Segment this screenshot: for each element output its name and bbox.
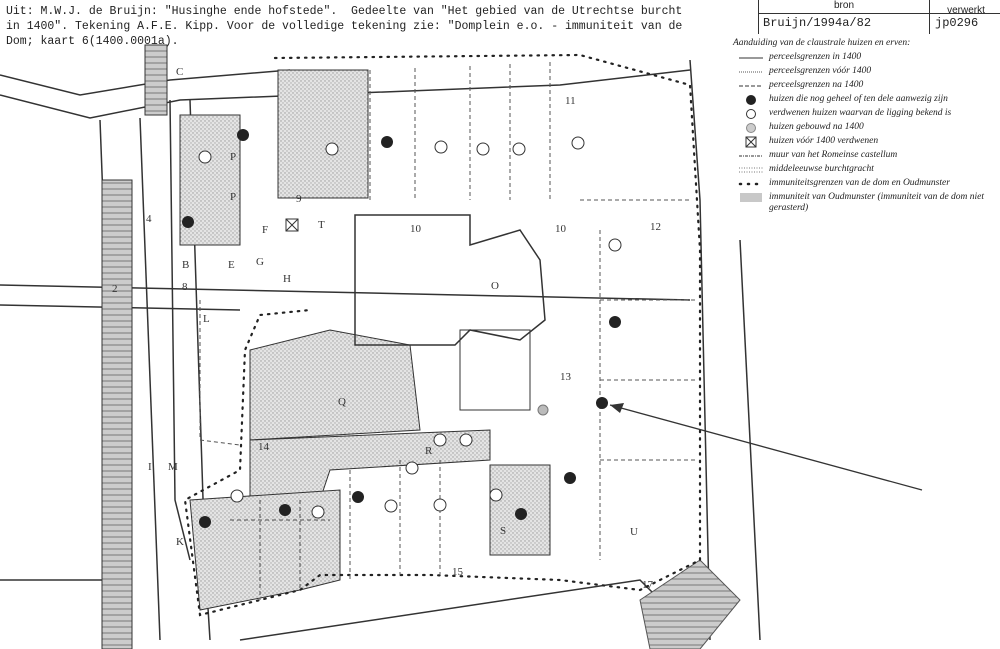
map-label: E xyxy=(228,259,235,271)
crossed-square-icon xyxy=(285,218,299,232)
legend: Aanduiding van de claustrale huizen en e… xyxy=(733,38,1000,217)
legend-item: immuniteitsgrenzen van de dom en Oudmuns… xyxy=(733,178,1000,189)
parcel-boundaries xyxy=(199,62,695,600)
source-table-header xyxy=(759,0,1000,14)
map-label: 2 xyxy=(112,283,118,295)
map-label: 17 xyxy=(642,579,654,591)
map-label: G xyxy=(256,256,264,268)
legend-item: middeleeuwse burchtgracht xyxy=(733,164,1000,175)
canal xyxy=(101,179,133,649)
map-label: M xyxy=(168,461,178,473)
open-circle-icon xyxy=(733,108,769,119)
map-label: R xyxy=(425,445,433,457)
map-label: 9 xyxy=(296,193,302,205)
legend-item-label: immuniteitsgrenzen van de dom en Oudmuns… xyxy=(769,178,950,188)
map-label: O xyxy=(491,280,499,292)
map-label: K xyxy=(176,536,184,548)
legend-item: huizen die nog geheel of ten dele aanwez… xyxy=(733,94,1000,105)
map-label: S xyxy=(500,525,506,537)
legend-item: verdwenen huizen waarvan de ligging beke… xyxy=(733,108,1000,119)
bron-value: Bruijn/1994a/82 xyxy=(763,16,872,30)
map-label: 10 xyxy=(410,223,422,235)
legend-item-label: perceelsgrenzen na 1400 xyxy=(769,80,864,90)
double-dotted-line-icon xyxy=(733,164,769,175)
map-label: 11 xyxy=(565,95,576,107)
map-label: 8 xyxy=(182,281,188,293)
legend-item-label: huizen vóór 1400 verdwenen xyxy=(769,136,879,146)
header-bron: bron xyxy=(833,0,854,11)
map-label: 15 xyxy=(452,566,464,578)
map-label: F xyxy=(262,224,268,236)
map-label: P xyxy=(230,151,236,163)
legend-item-label: middeleeuwse burchtgracht xyxy=(769,164,874,174)
later-house-icon xyxy=(537,404,549,416)
legend-item-label: perceelsgrenzen vóór 1400 xyxy=(769,66,872,76)
legend-item-label: perceelsgrenzen in 1400 xyxy=(769,52,862,62)
legend-item: huizen gebouwd na 1400 xyxy=(733,122,1000,133)
verwerkt-value: jp0296 xyxy=(935,16,979,30)
map-label: C xyxy=(176,66,183,78)
legend-item-label: immuniteit van Oudmunster (immuniteit va… xyxy=(769,192,985,213)
dotted-line-icon xyxy=(733,66,769,77)
dashed-line-icon xyxy=(733,80,769,91)
stippled-circle-icon xyxy=(733,122,769,133)
legend-item: muur van het Romeinse castellum xyxy=(733,150,1000,161)
map-label: 13 xyxy=(560,371,572,383)
legend-item: perceelsgrenzen na 1400 xyxy=(733,80,1000,91)
dash-dot-line-icon xyxy=(733,150,769,161)
map-label: T xyxy=(318,219,325,231)
legend-item-label: huizen die nog geheel of ten dele aanwez… xyxy=(769,94,948,104)
map-label: L xyxy=(203,313,210,325)
caption-line: Dom; kaart 6(1400.0001a). xyxy=(6,35,179,48)
caption-line: in 1400". Tekening A.F.E. Kipp. Voor de … xyxy=(6,20,683,33)
dotted-boundary-icon xyxy=(733,178,769,189)
vanished-houses xyxy=(198,136,622,519)
legend-item: perceelsgrenzen vóór 1400 xyxy=(733,66,1000,77)
map-label: B xyxy=(182,259,189,271)
extant-houses xyxy=(182,129,621,528)
verwerkt-column: verwerkt xyxy=(929,0,1000,34)
immunity-boundary xyxy=(183,53,702,617)
legend-title: Aanduiding van de claustrale huizen en e… xyxy=(733,38,911,48)
header-verwerkt: verwerkt xyxy=(947,5,985,16)
map-label: U xyxy=(630,526,638,538)
legend-item-label: muur van het Romeinse castellum xyxy=(769,150,898,160)
map-label: 10 xyxy=(555,223,567,235)
map-label: 4 xyxy=(146,213,152,225)
source-table: bron verwerkt Bruijn/1994a/82 jp0296 xyxy=(758,0,1000,34)
map-label: I xyxy=(148,461,152,473)
solid-line-icon xyxy=(733,52,769,63)
legend-item-label: huizen gebouwd na 1400 xyxy=(769,122,864,132)
filled-circle-icon xyxy=(733,94,769,105)
map-label: 14 xyxy=(258,441,270,453)
caption-line: Uit: M.W.J. de Bruijn: "Husinghe ende ho… xyxy=(6,5,683,18)
legend-item: huizen vóór 1400 verdwenen xyxy=(733,136,1000,147)
legend-item-label: verdwenen huizen waarvan de ligging beke… xyxy=(769,108,952,118)
cloister xyxy=(459,329,531,411)
canal xyxy=(144,44,168,116)
legend-item: immuniteit van Oudmunster (immuniteit va… xyxy=(733,192,1000,214)
canal xyxy=(639,559,741,649)
pointer-arrow xyxy=(609,403,923,491)
map-label: Q xyxy=(338,396,346,408)
hatched-area-icon xyxy=(733,192,769,203)
legend-item: perceelsgrenzen in 1400 xyxy=(733,52,1000,63)
crossed-square-icon xyxy=(733,136,769,147)
dom-church xyxy=(354,214,546,346)
map-label: 12 xyxy=(650,221,661,233)
map-label: P xyxy=(230,191,236,203)
source-caption: Uit: M.W.J. de Bruijn: "Husinghe ende ho… xyxy=(6,4,756,49)
map-label: H xyxy=(283,273,291,285)
